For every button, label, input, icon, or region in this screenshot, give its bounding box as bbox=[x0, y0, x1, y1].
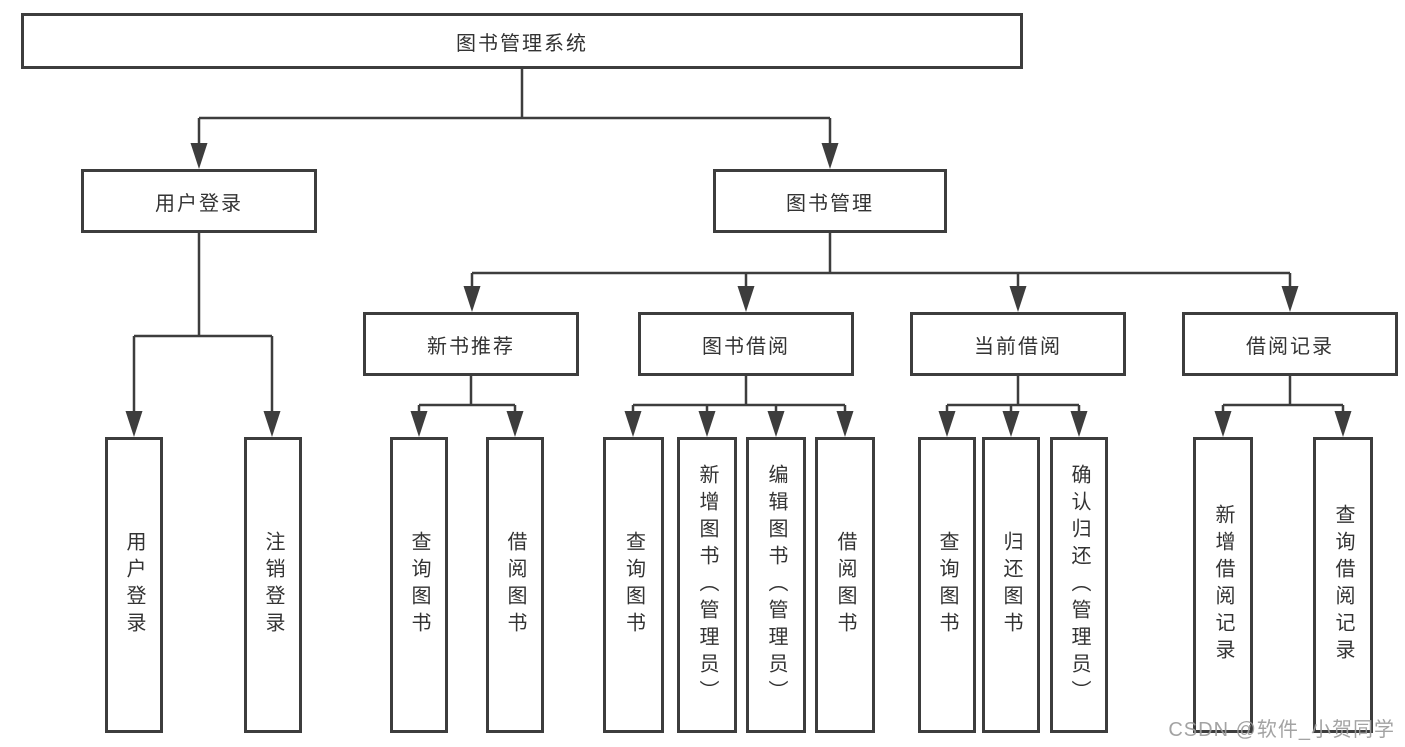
leaf-current-confirm: 确认归还（管理员） bbox=[1050, 437, 1108, 733]
leaf-newbook-borrow: 借阅图书 bbox=[486, 437, 544, 733]
leaf-current-return-label: 归还图书 bbox=[1000, 531, 1022, 639]
leaf-logout-label: 注销登录 bbox=[262, 531, 284, 639]
node-book-borrow-label: 图书借阅 bbox=[702, 335, 790, 358]
leaf-borrow-borrow: 借阅图书 bbox=[815, 437, 875, 733]
leaf-borrow-add-label: 新增图书（管理员） bbox=[696, 463, 718, 707]
leaf-borrow-query: 查询图书 bbox=[603, 437, 664, 733]
leaf-current-query: 查询图书 bbox=[918, 437, 976, 733]
leaf-user-login: 用户登录 bbox=[105, 437, 163, 733]
leaf-user-login-label: 用户登录 bbox=[123, 531, 145, 639]
leaf-newbook-query: 查询图书 bbox=[390, 437, 448, 733]
leaf-borrow-query-label: 查询图书 bbox=[622, 531, 645, 639]
leaf-borrow-add: 新增图书（管理员） bbox=[677, 437, 737, 733]
node-book-management: 图书管理 bbox=[713, 169, 947, 233]
node-current-borrow-label: 当前借阅 bbox=[974, 335, 1062, 358]
leaf-records-add-label: 新增借阅记录 bbox=[1212, 504, 1234, 666]
node-user-login: 用户登录 bbox=[81, 169, 317, 233]
leaf-borrow-edit-label: 编辑图书（管理员） bbox=[765, 463, 787, 707]
node-user-login-label: 用户登录 bbox=[155, 192, 243, 215]
node-book-management-label: 图书管理 bbox=[786, 192, 874, 215]
leaf-current-query-label: 查询图书 bbox=[936, 531, 958, 639]
leaf-records-add: 新增借阅记录 bbox=[1193, 437, 1253, 733]
node-new-book-recommend-label: 新书推荐 bbox=[427, 335, 515, 358]
leaf-records-query: 查询借阅记录 bbox=[1313, 437, 1373, 733]
leaf-newbook-borrow-label: 借阅图书 bbox=[504, 531, 526, 639]
node-root: 图书管理系统 bbox=[21, 13, 1023, 69]
csdn-watermark: CSDN @软件_小贺同学 bbox=[1168, 719, 1395, 741]
arrowheads bbox=[125, 143, 1352, 437]
node-new-book-recommend: 新书推荐 bbox=[363, 312, 579, 376]
leaf-current-confirm-label: 确认归还（管理员） bbox=[1068, 463, 1090, 707]
node-current-borrow: 当前借阅 bbox=[910, 312, 1126, 376]
leaf-logout: 注销登录 bbox=[244, 437, 302, 733]
leaf-borrow-borrow-label: 借阅图书 bbox=[834, 531, 856, 639]
leaf-borrow-edit: 编辑图书（管理员） bbox=[746, 437, 806, 733]
leaf-current-return: 归还图书 bbox=[982, 437, 1040, 733]
node-borrow-records: 借阅记录 bbox=[1182, 312, 1398, 376]
node-borrow-records-label: 借阅记录 bbox=[1246, 335, 1334, 358]
node-book-borrow: 图书借阅 bbox=[638, 312, 854, 376]
leaf-records-query-label: 查询借阅记录 bbox=[1332, 504, 1354, 666]
leaf-newbook-query-label: 查询图书 bbox=[408, 531, 430, 639]
node-root-label: 图书管理系统 bbox=[456, 32, 588, 55]
